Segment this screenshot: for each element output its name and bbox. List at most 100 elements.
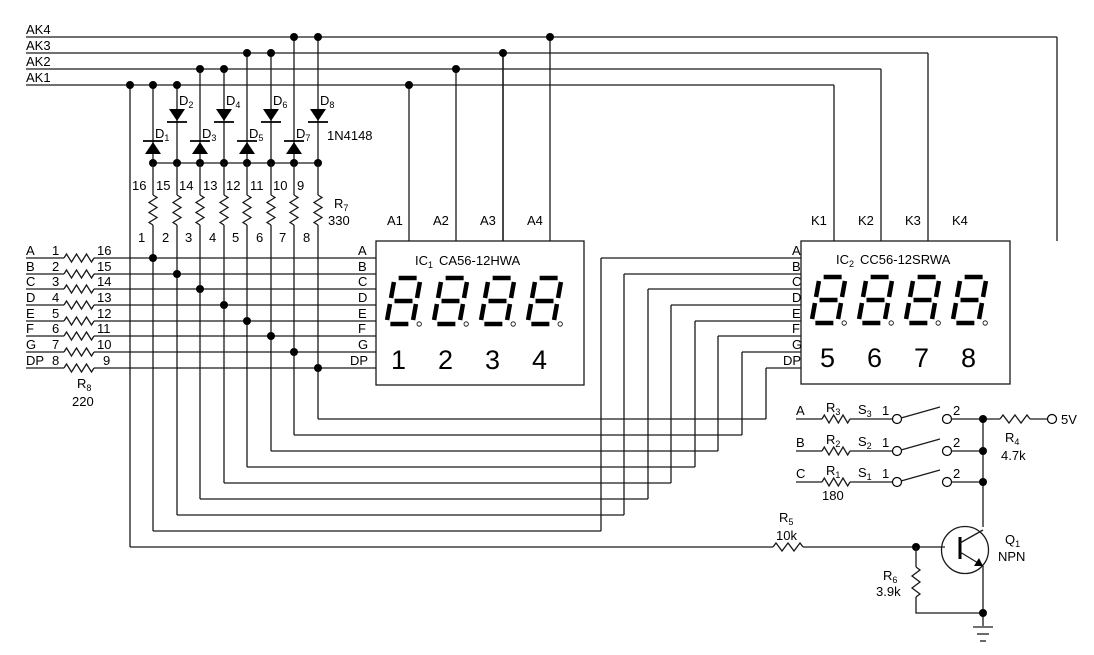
junction-dot [267, 49, 275, 57]
r8-pin-right: 9 [103, 353, 110, 368]
diode-triangle [286, 142, 302, 154]
diode-label: D3 [202, 126, 216, 143]
diode-1: D1 [143, 126, 169, 154]
ground-icon [973, 626, 993, 642]
switch-pin-2: 2 [953, 435, 960, 450]
junction-dot [196, 65, 204, 73]
ic2-segment-pin: E [792, 306, 801, 321]
segment-c [835, 302, 844, 320]
r4-supply: 5V R4 4.7k [979, 412, 1077, 527]
ic2-digit-5 [809, 274, 848, 326]
q1-collector [959, 529, 984, 544]
r7-value: 330 [328, 213, 350, 228]
r8-resistor [63, 299, 95, 311]
ic1-segment-pin: G [358, 337, 368, 352]
segment-label-left: D [26, 290, 35, 305]
junction-dot [979, 478, 987, 486]
switch-terminal-2 [941, 445, 953, 457]
ic1-segment-pin: C [358, 274, 367, 289]
r7-label: R7 330 [328, 196, 350, 228]
r6-wire [915, 597, 983, 614]
r8-pin-left: 8 [52, 353, 59, 368]
r7-pin-bottom: 5 [232, 230, 239, 245]
diode-label: D7 [296, 126, 310, 143]
segment-b [980, 280, 989, 298]
diode-triangle [263, 109, 279, 121]
segment-dp [935, 320, 941, 326]
diode-label: D2 [179, 93, 193, 110]
r8-pin-right: 12 [97, 306, 111, 321]
switch-input-label: A [796, 403, 805, 418]
diode-3: D3 [190, 126, 216, 154]
r7-resistor [171, 194, 183, 226]
diode-6: D6 [261, 93, 287, 123]
r8-resistor [63, 330, 95, 342]
segment-dp [463, 321, 469, 327]
r4-value: 4.7k [1001, 448, 1026, 463]
junction-dot [979, 609, 987, 617]
junction-dot [149, 81, 157, 89]
diode-label: D4 [226, 93, 240, 110]
segment-e [431, 303, 440, 321]
switch-terminal-1 [891, 445, 903, 457]
ic1-pin-a2: A2 [433, 213, 449, 228]
switch-resistor-label: R1 [826, 463, 840, 480]
segment-c [551, 303, 560, 321]
switch-lever [900, 469, 941, 482]
r7-pin-bottom: 4 [209, 230, 216, 245]
switch-resistor [821, 413, 851, 425]
r6-value: 3.9k [876, 584, 901, 599]
r8-pin-right: 10 [97, 337, 111, 352]
segment-dp [557, 321, 563, 327]
r8-resistor [63, 362, 95, 374]
switch-resistor-label: R3 [826, 400, 840, 417]
junction-dot [267, 332, 275, 340]
r8-pin-left: 7 [52, 337, 59, 352]
junction-dot [126, 81, 134, 89]
segment-c [504, 303, 513, 321]
ic1-digit-label-2: 2 [438, 345, 453, 375]
q1-emitter-arrow [974, 558, 983, 566]
r6-resistor [910, 566, 922, 598]
r8-pin-left: 3 [52, 274, 59, 289]
junction-dot [173, 270, 181, 278]
switch-pin-1: 1 [882, 403, 889, 418]
bus-ak1-label: AK1 [26, 70, 51, 85]
switch-label: S1 [858, 465, 872, 482]
bus-ak4-label: AK4 [26, 22, 51, 37]
ic1-segment-pin: D [358, 290, 367, 305]
diode-label: D6 [273, 93, 287, 110]
r1-value: 180 [822, 488, 844, 503]
diode-triangle [239, 142, 255, 154]
q1-body [940, 525, 990, 575]
segment-f [388, 281, 397, 299]
segment-c [457, 303, 466, 321]
r7-pin-top: 15 [156, 178, 170, 193]
ic1-segment-pin: DP [350, 353, 368, 368]
ic2-digit-label-8: 8 [961, 343, 976, 373]
ic2-segment-pin: C [792, 274, 801, 289]
ic2-digit-6 [856, 274, 895, 326]
diode-label: D8 [320, 93, 334, 110]
r7-pin-top: 12 [226, 178, 240, 193]
ic1-digit-1 [384, 275, 423, 327]
segment-f [482, 281, 491, 299]
r7-pin-bottom: 6 [256, 230, 263, 245]
r7-pin-bottom: 2 [162, 230, 169, 245]
r8-pin-right: 15 [97, 259, 111, 274]
segment-b [555, 281, 564, 299]
ic1-digits [384, 275, 564, 327]
diode-part-label: 1N4148 [327, 128, 373, 143]
r8-name: R8 [77, 376, 91, 393]
q1-stage: R5 10k R6 3.9k Q1 NPN [130, 510, 1025, 642]
r7-resistor [312, 194, 324, 226]
r7-pin-bottom: 3 [185, 230, 192, 245]
segment-e [856, 302, 865, 320]
ic1-body [375, 240, 585, 386]
r8-pin-right: 14 [97, 274, 111, 289]
junction-dot [196, 285, 204, 293]
segment-dp [982, 320, 988, 326]
